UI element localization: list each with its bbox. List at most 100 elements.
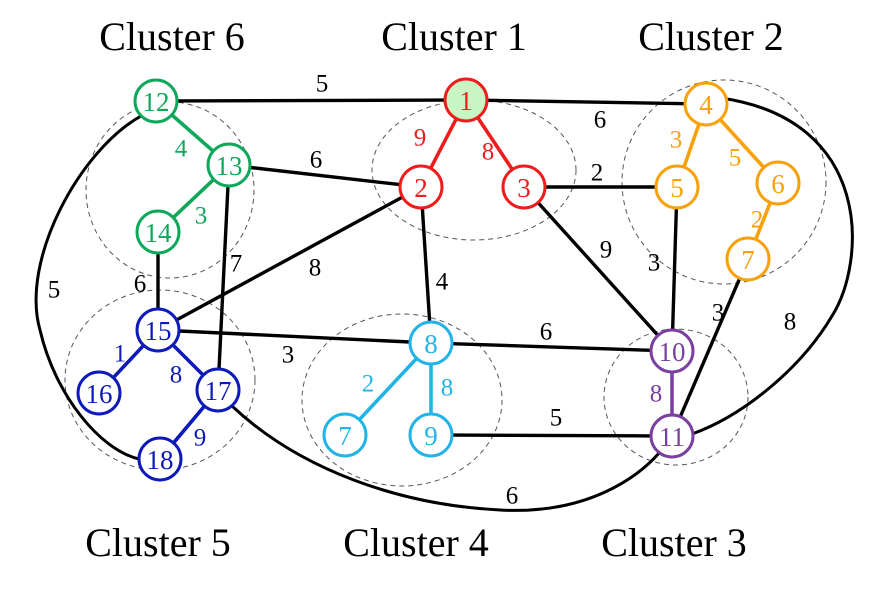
intra-edge-e-13-14 bbox=[172, 178, 215, 219]
edge-weight-x-3-5: 2 bbox=[591, 160, 604, 187]
node-circle bbox=[649, 413, 695, 459]
node-c2-n7: 7 bbox=[725, 236, 771, 282]
node-label: 13 bbox=[216, 151, 243, 181]
edge-weight-x-4-11: 8 bbox=[784, 309, 797, 336]
node-c2-n5: 5 bbox=[654, 164, 700, 210]
intra-edge-e-12-13 bbox=[170, 113, 215, 153]
edge-weight-e-6-7: 2 bbox=[751, 207, 764, 234]
cluster-boundary-c4 bbox=[301, 313, 503, 487]
node-circle bbox=[408, 412, 454, 458]
edge-weight-e-8-7: 2 bbox=[362, 371, 375, 398]
edge-weight-e-12-13: 4 bbox=[175, 136, 188, 163]
edge-weight-e-13-14: 3 bbox=[195, 203, 208, 230]
intra-edge-e-17-18 bbox=[172, 404, 206, 445]
node-circle bbox=[76, 370, 122, 416]
edge-weight-x-15-8: 3 bbox=[282, 342, 295, 369]
node-label: 8 bbox=[424, 329, 438, 359]
node-label: 6 bbox=[771, 169, 785, 199]
node-circle bbox=[135, 307, 181, 353]
node-circle bbox=[195, 367, 241, 413]
edge-weight-x-13-17: 7 bbox=[230, 251, 243, 278]
inter-edge-x-12-18 bbox=[34, 114, 142, 461]
graph-edges bbox=[34, 96, 854, 512]
inter-edge-x-5-10 bbox=[670, 207, 679, 331]
node-label: 12 bbox=[143, 87, 170, 117]
node-c5-n16: 16 bbox=[76, 370, 122, 416]
intra-edge-e-1-3 bbox=[476, 116, 514, 171]
edge-weight-x-14-15: 6 bbox=[134, 271, 147, 298]
node-circle bbox=[654, 164, 700, 210]
edge-weight-x-5-10: 3 bbox=[648, 250, 661, 277]
node-c2-n6: 6 bbox=[755, 160, 801, 206]
edge-weight-x-3-10: 9 bbox=[600, 237, 613, 264]
inter-edge-x-8-10 bbox=[451, 341, 652, 353]
inter-edge-x-1-4 bbox=[486, 98, 686, 106]
edge-weight-x-2-15: 8 bbox=[309, 255, 322, 282]
node-label: 14 bbox=[145, 218, 173, 248]
node-label: 9 bbox=[424, 421, 438, 451]
node-label: 16 bbox=[86, 379, 113, 409]
node-c5-n17: 17 bbox=[195, 367, 241, 413]
node-c6-n12: 12 bbox=[133, 78, 179, 124]
node-label: 11 bbox=[659, 422, 685, 452]
node-label: 2 bbox=[414, 173, 428, 203]
node-c4-n9: 9 bbox=[408, 412, 454, 458]
edge-weight-x-9-11: 5 bbox=[550, 405, 563, 432]
inter-edge-x-15-8 bbox=[178, 329, 411, 344]
inter-edge-x-13-17 bbox=[217, 185, 230, 370]
edge-weight-e-1-2: 9 bbox=[414, 125, 427, 152]
inter-edge-x-4-11 bbox=[691, 96, 854, 436]
edge-weight-e-10-11: 8 bbox=[650, 381, 663, 408]
node-circle bbox=[408, 320, 454, 366]
edge-weight-e-4-6: 5 bbox=[729, 145, 742, 172]
inter-edge-x-7-11 bbox=[678, 277, 742, 418]
cluster-label-c5: Cluster 5 bbox=[85, 520, 231, 565]
node-label: 15 bbox=[145, 316, 172, 346]
intra-edge-e-8-7 bbox=[358, 357, 418, 421]
edge-weight-e-4-5: 3 bbox=[670, 127, 683, 154]
edge-weight-e-8-9: 8 bbox=[441, 375, 454, 402]
node-label: 7 bbox=[338, 421, 352, 451]
edge-weight-x-2-8: 4 bbox=[436, 269, 449, 296]
inter-edge-x-2-15 bbox=[175, 195, 404, 322]
cluster-boundary-c6 bbox=[85, 101, 255, 279]
edge-weight-x-7-11: 3 bbox=[712, 300, 725, 327]
node-circle bbox=[322, 412, 368, 458]
node-circle bbox=[649, 328, 695, 374]
edge-weight-x-17-11: 6 bbox=[506, 483, 519, 510]
edge-weight-e-15-17: 8 bbox=[170, 362, 183, 389]
node-label: 3 bbox=[517, 173, 531, 203]
node-label: 17 bbox=[205, 376, 232, 406]
intra-edge-e-6-7 bbox=[754, 201, 772, 241]
intra-edge-e-4-5 bbox=[682, 123, 701, 168]
node-label: 10 bbox=[659, 337, 686, 367]
node-c4-n7: 7 bbox=[322, 412, 368, 458]
cluster-label-c3: Cluster 3 bbox=[601, 520, 747, 565]
cluster-label-c6: Cluster 6 bbox=[99, 14, 245, 59]
node-c6-n14: 14 bbox=[135, 209, 181, 255]
node-c1-n3: 3 bbox=[501, 164, 547, 210]
intra-edge-e-15-16 bbox=[112, 344, 145, 379]
edge-weight-x-12-18: 5 bbox=[48, 277, 61, 304]
node-label: 4 bbox=[699, 90, 713, 120]
edge-weight-x-1-4: 6 bbox=[594, 107, 607, 134]
edge-weight-e-17-18: 9 bbox=[194, 425, 207, 452]
cluster-label-c4: Cluster 4 bbox=[343, 520, 489, 565]
node-c2-n4: 4 bbox=[683, 81, 729, 127]
edge-weight-x-8-10: 6 bbox=[540, 319, 553, 346]
node-c3-n11: 11 bbox=[649, 413, 695, 459]
node-label: 5 bbox=[670, 173, 684, 203]
cluster-label-c1: Cluster 1 bbox=[381, 14, 527, 59]
cluster-boundary-c3 bbox=[603, 328, 749, 466]
node-circle bbox=[135, 209, 181, 255]
node-c5-n18: 18 bbox=[137, 436, 183, 482]
intra-edge-e-15-17 bbox=[171, 343, 205, 377]
node-circle bbox=[443, 77, 489, 123]
node-c4-n8: 8 bbox=[408, 320, 454, 366]
node-circle bbox=[206, 142, 252, 188]
inter-edge-x-17-11 bbox=[230, 404, 662, 512]
